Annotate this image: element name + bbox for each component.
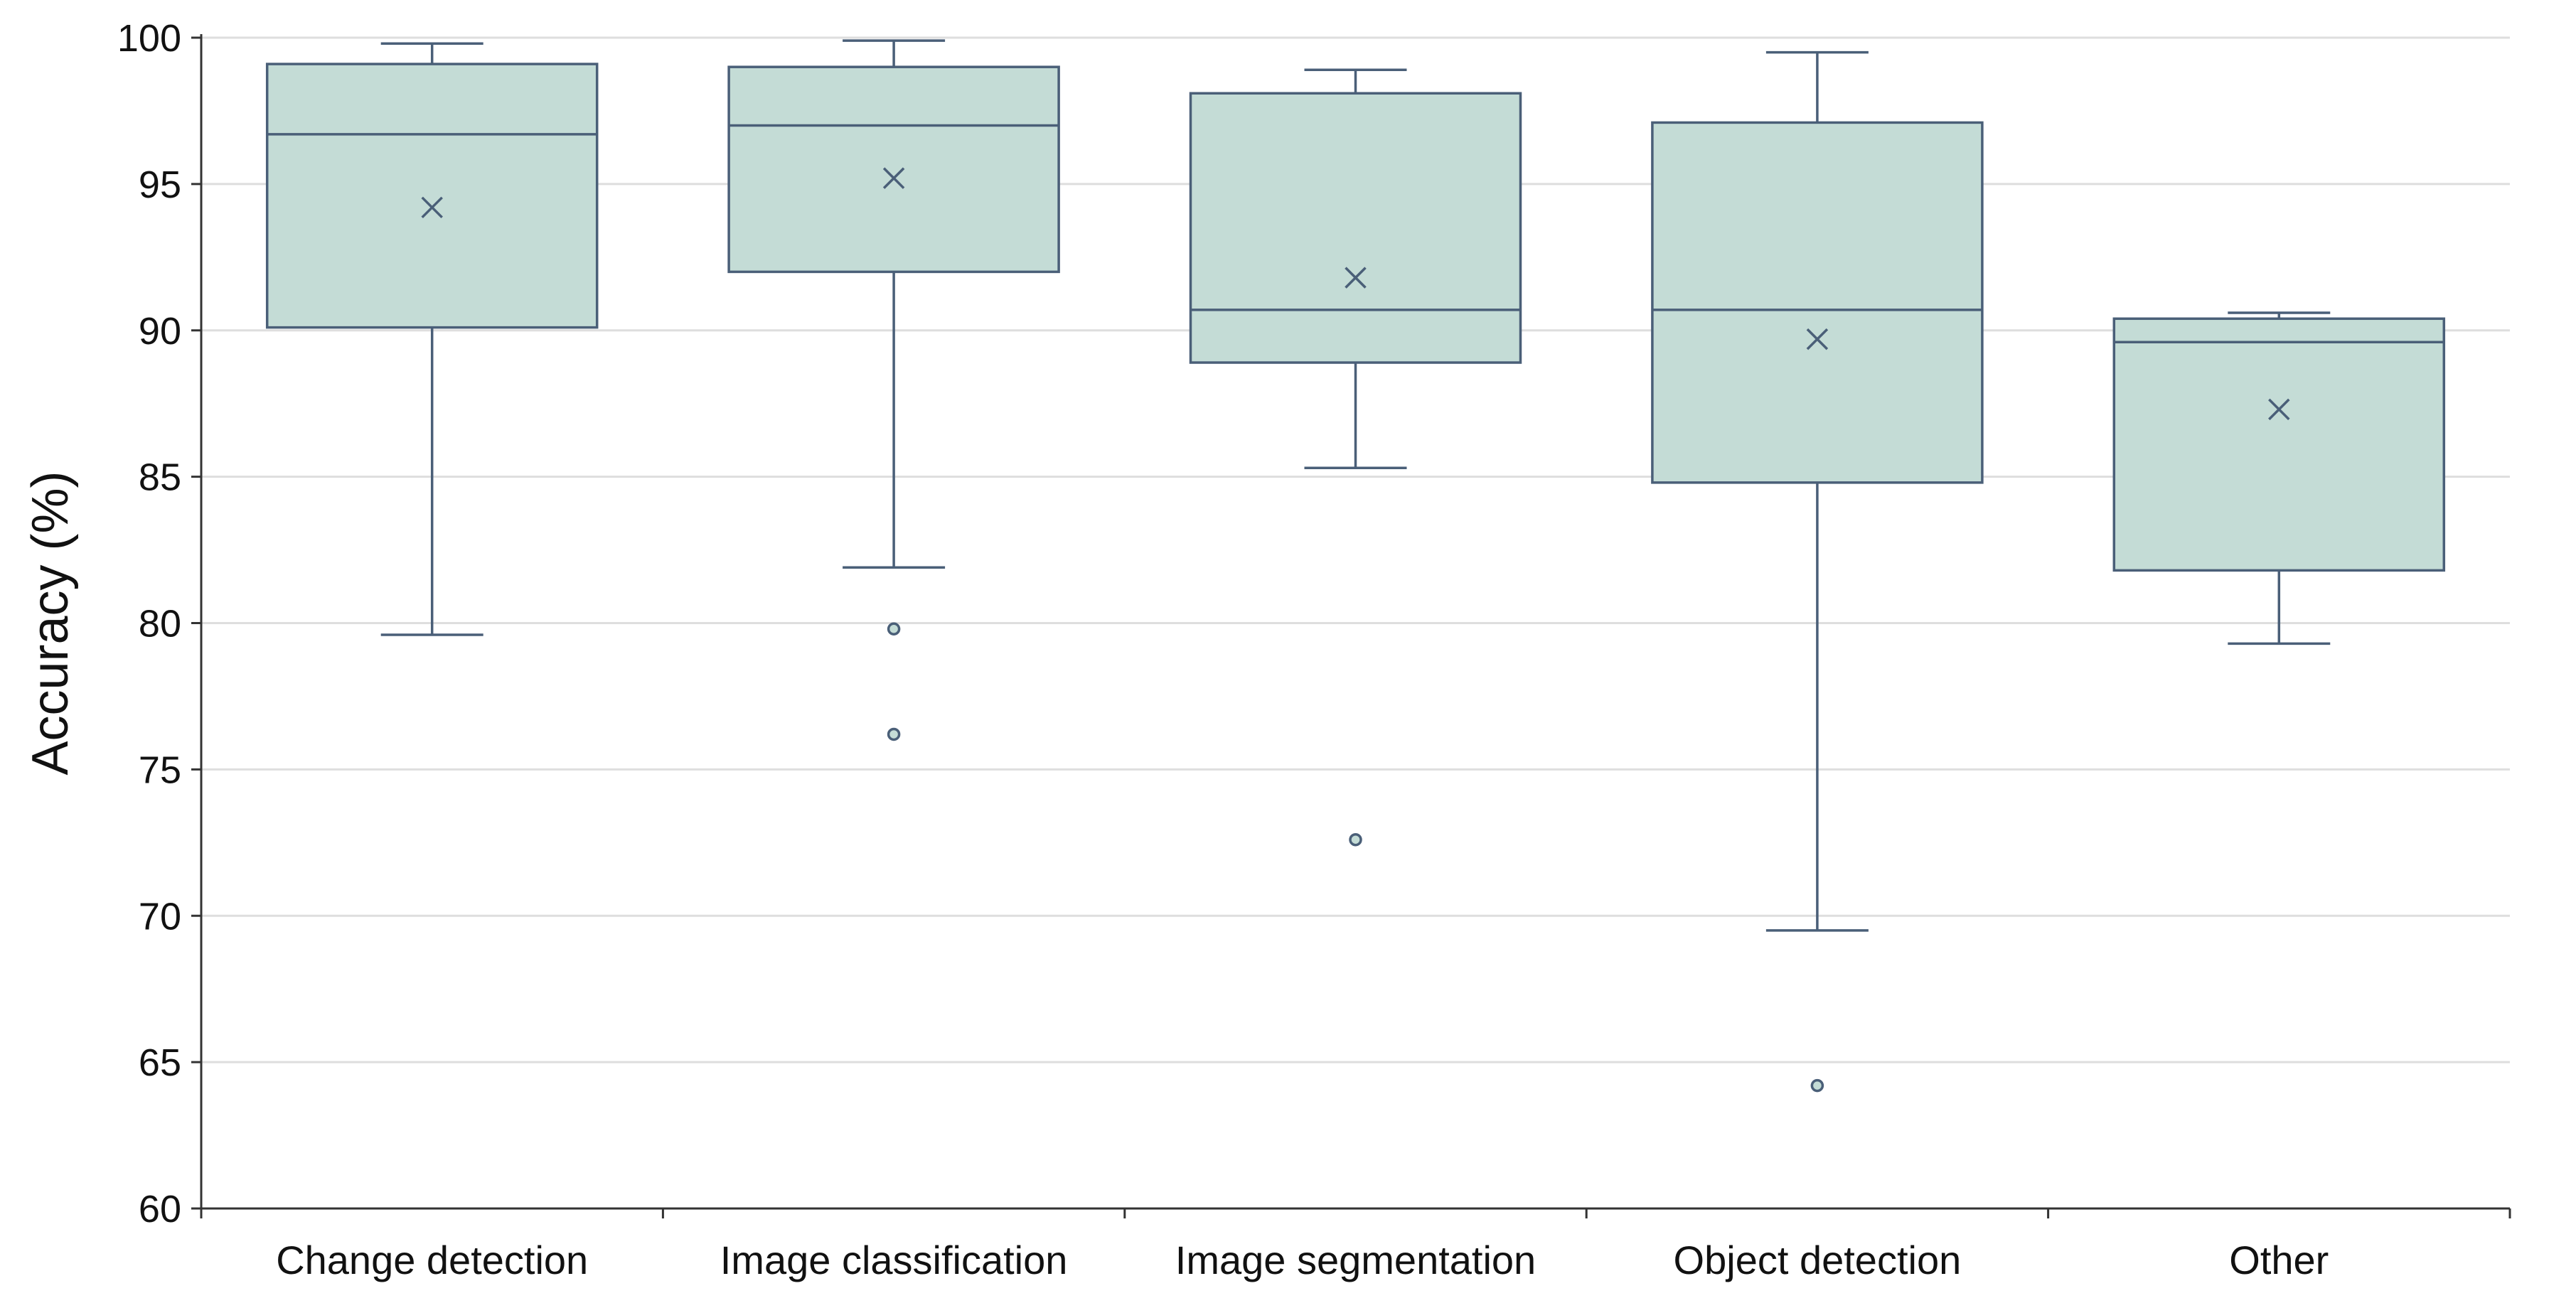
outlier-point (1810, 1078, 1824, 1093)
iqr-box (1651, 121, 1984, 484)
mean-marker (2268, 398, 2290, 421)
y-tick-label: 100 (117, 17, 181, 60)
mean-marker (1806, 328, 1829, 350)
mean-marker-stroke (2268, 398, 2290, 421)
y-tick-label: 95 (139, 164, 181, 206)
y-tick-label: 75 (139, 749, 181, 791)
outlier-point (1349, 832, 1362, 847)
outlier-point (887, 622, 901, 636)
mean-marker-stroke (1345, 267, 1367, 289)
iqr-box (265, 63, 599, 329)
iqr-box (1189, 92, 1522, 364)
box-group (1651, 50, 1984, 1093)
y-tick-label: 80 (139, 603, 181, 645)
box-group (2112, 311, 2446, 645)
mean-marker (1345, 267, 1367, 289)
y-tick-label: 85 (139, 456, 181, 499)
y-axis-title: Accuracy (%) (22, 471, 79, 775)
iqr-box (727, 65, 1060, 274)
mean-marker-stroke (1806, 328, 1829, 350)
category-label: Other (2229, 1238, 2329, 1282)
y-tick-label: 90 (139, 310, 181, 353)
mean-marker-stroke (421, 196, 443, 219)
category-label: Object detection (1674, 1238, 1962, 1282)
box-group (265, 42, 599, 636)
y-tick-label: 60 (139, 1188, 181, 1231)
category-label: Change detection (276, 1238, 588, 1282)
category-label: Image segmentation (1175, 1238, 1536, 1282)
boxes (265, 39, 2446, 1093)
mean-marker-stroke (882, 167, 905, 189)
box-group (727, 39, 1060, 741)
category-label: Image classification (720, 1238, 1068, 1282)
box-group (1189, 68, 1522, 847)
axes (191, 34, 2511, 1218)
y-tick-label: 65 (139, 1041, 181, 1084)
y-tick-label: 70 (139, 895, 181, 938)
iqr-box (2112, 317, 2446, 572)
mean-marker (421, 196, 443, 219)
outlier-point (887, 727, 901, 741)
mean-marker (882, 167, 905, 189)
